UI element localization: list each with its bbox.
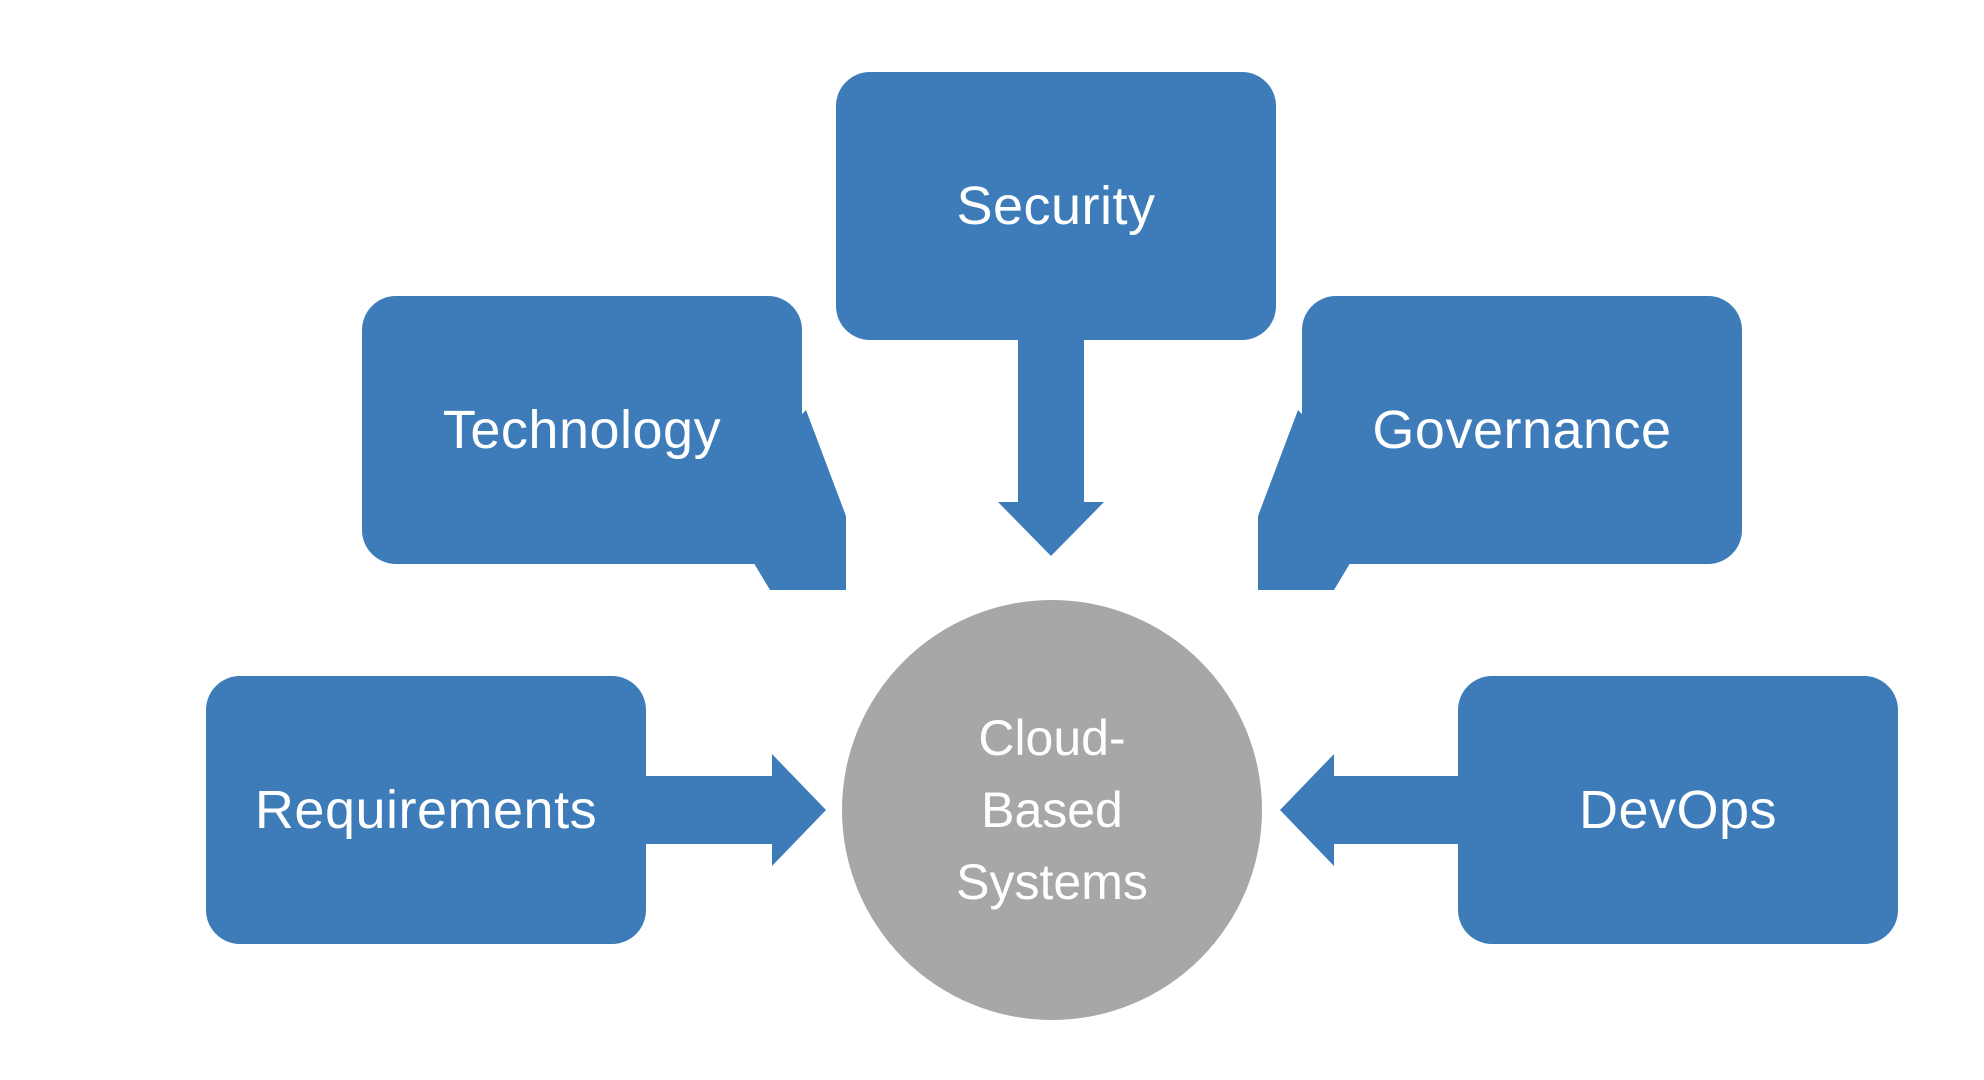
technology-label: Technology <box>442 400 722 460</box>
security-label: Security <box>956 176 1156 236</box>
security-arrow <box>998 340 1104 556</box>
devops-label: DevOps <box>1578 780 1778 840</box>
requirements-label: Requirements <box>254 780 598 840</box>
hub-label-line-2: Based <box>981 782 1123 838</box>
security-box: Security <box>836 72 1276 340</box>
devops-arrow <box>1280 754 1458 866</box>
governance-box: Governance <box>1302 296 1742 564</box>
governance-label: Governance <box>1372 400 1672 460</box>
cloud-based-systems-hub: Cloud- Based Systems <box>842 600 1262 1020</box>
hub-label: Cloud- Based Systems <box>956 702 1148 918</box>
requirements-box: Requirements <box>206 676 646 944</box>
requirements-arrow <box>646 754 826 866</box>
technology-box: Technology <box>362 296 802 564</box>
hub-label-line-3: Systems <box>956 854 1148 910</box>
hub-label-line-1: Cloud- <box>978 710 1126 766</box>
devops-box: DevOps <box>1458 676 1898 944</box>
